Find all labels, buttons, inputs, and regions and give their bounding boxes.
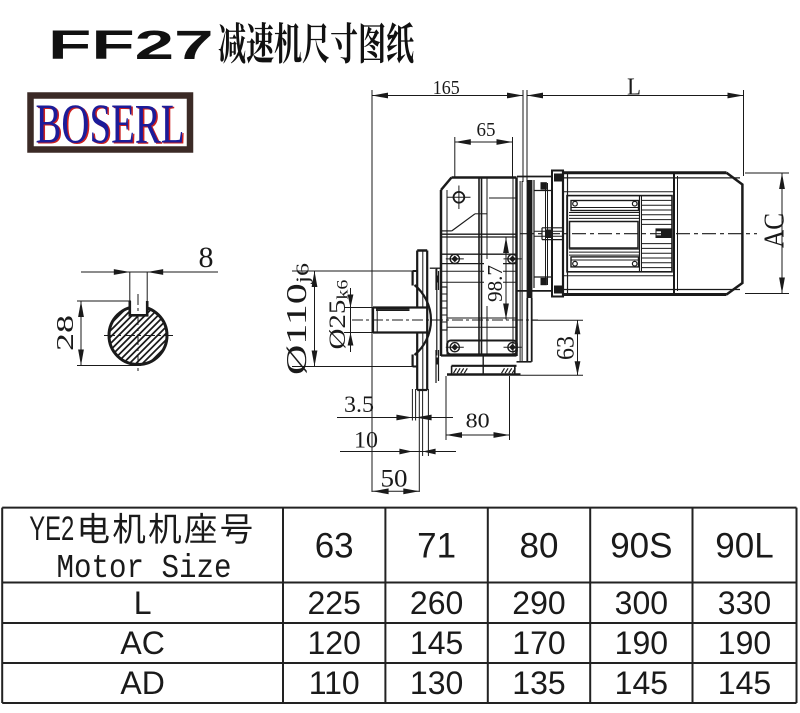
svg-text:63: 63 bbox=[315, 527, 354, 566]
svg-text:225: 225 bbox=[308, 585, 361, 621]
svg-text:300: 300 bbox=[615, 585, 668, 621]
svg-text:145: 145 bbox=[615, 665, 668, 701]
svg-text:L: L bbox=[627, 75, 641, 101]
svg-text:145: 145 bbox=[410, 625, 463, 661]
svg-text:135: 135 bbox=[512, 665, 565, 701]
svg-text:170: 170 bbox=[512, 625, 565, 661]
svg-text:330: 330 bbox=[718, 585, 771, 621]
svg-text:290: 290 bbox=[512, 585, 565, 621]
svg-text:190: 190 bbox=[718, 625, 771, 661]
svg-text:63: 63 bbox=[551, 336, 579, 360]
svg-text:Motor Size: Motor Size bbox=[57, 550, 232, 587]
svg-text:260: 260 bbox=[410, 585, 463, 621]
svg-text:50: 50 bbox=[381, 466, 408, 493]
svg-text:28: 28 bbox=[52, 315, 78, 351]
svg-text:98.7: 98.7 bbox=[484, 265, 507, 302]
svg-text:120: 120 bbox=[308, 625, 361, 661]
svg-text:3.5: 3.5 bbox=[344, 392, 374, 417]
svg-text:YE2: YE2 bbox=[29, 510, 74, 548]
svg-text:110: 110 bbox=[309, 665, 360, 701]
svg-text:8: 8 bbox=[199, 241, 214, 274]
svg-text:165: 165 bbox=[433, 78, 460, 99]
svg-text:80: 80 bbox=[466, 409, 490, 433]
svg-text:L: L bbox=[134, 585, 152, 621]
svg-text:90S: 90S bbox=[610, 527, 672, 566]
svg-text:AC: AC bbox=[120, 625, 164, 661]
svg-text:FF27: FF27 bbox=[48, 23, 214, 68]
svg-text:71: 71 bbox=[417, 527, 456, 566]
svg-text:90L: 90L bbox=[715, 527, 773, 566]
svg-text:BOSERL: BOSERL bbox=[36, 94, 185, 156]
svg-text:80: 80 bbox=[520, 527, 559, 566]
svg-text:130: 130 bbox=[410, 665, 463, 701]
svg-text:65: 65 bbox=[477, 119, 496, 141]
svg-text:BOSERL: BOSERL bbox=[37, 95, 186, 157]
svg-text:190: 190 bbox=[615, 625, 668, 661]
svg-text:10: 10 bbox=[354, 428, 378, 453]
svg-text:AD: AD bbox=[120, 665, 164, 701]
svg-text:145: 145 bbox=[718, 665, 771, 701]
svg-text:AC: AC bbox=[758, 213, 790, 248]
